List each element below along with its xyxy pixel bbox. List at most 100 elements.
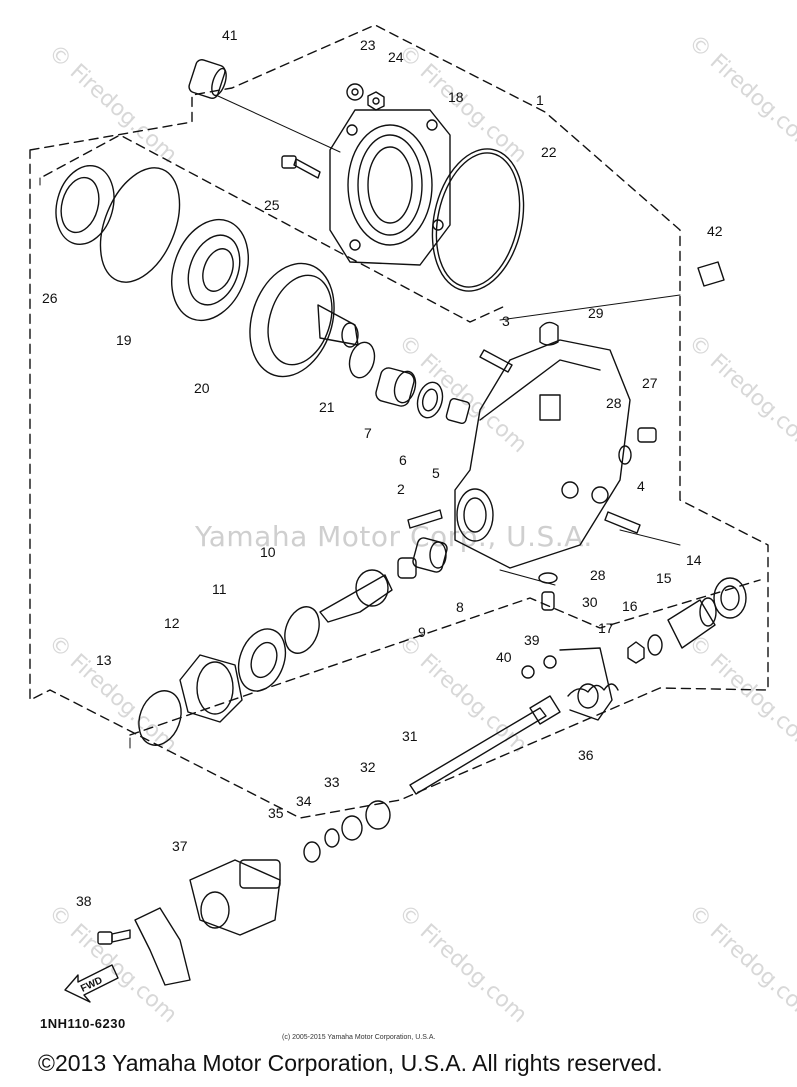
part-bearing-20 xyxy=(171,218,249,322)
part-washer-39 xyxy=(543,655,557,669)
part-bolt-38 xyxy=(97,929,131,945)
part-reference-code: 1NH110-6230 xyxy=(40,1016,126,1031)
callout-21: 21 xyxy=(319,399,335,415)
callout-12: 12 xyxy=(164,615,180,631)
callout-8: 8 xyxy=(456,599,464,615)
callout-33: 33 xyxy=(324,774,340,790)
callout-30: 30 xyxy=(582,594,598,610)
callout-7: 7 xyxy=(364,425,372,441)
callout-18: 18 xyxy=(448,89,464,105)
callout-34: 34 xyxy=(296,793,312,809)
part-o-ring-22 xyxy=(431,148,525,292)
assembly-outline xyxy=(29,24,769,819)
part-collar-5 xyxy=(445,397,471,425)
part-bushing-41 xyxy=(188,59,227,99)
part-washer-28 xyxy=(618,445,632,465)
callout-37: 37 xyxy=(172,838,188,854)
part-washer-33 xyxy=(341,815,363,841)
callout-2: 2 xyxy=(397,481,405,497)
part-nut-40 xyxy=(521,665,535,679)
part-washer-16 xyxy=(647,634,663,656)
small-copyright: (c) 2005-2015 Yamaha Motor Corporation, … xyxy=(282,1034,436,1041)
callout-28: 28 xyxy=(606,395,622,411)
callout-26: 26 xyxy=(42,290,58,306)
part-final-gear-case xyxy=(454,339,631,569)
callout-24: 24 xyxy=(388,49,404,65)
part-nut-17 xyxy=(627,641,645,664)
callout-13: 13 xyxy=(96,652,112,668)
callout-41: 41 xyxy=(222,27,238,43)
part-bearing-7 xyxy=(375,367,417,407)
callout-36: 36 xyxy=(578,747,594,763)
part-plug-27 xyxy=(637,427,657,443)
part-o-ring-13 xyxy=(138,690,182,746)
footer-copyright: ©2013 Yamaha Motor Corporation, U.S.A. A… xyxy=(38,1050,663,1076)
part-cap-29 xyxy=(539,321,559,346)
part-nut-23 xyxy=(346,83,364,101)
part-bracket-outline xyxy=(559,647,613,721)
callout-40: 40 xyxy=(496,649,512,665)
part-stud-3 xyxy=(479,349,513,373)
fwd-arrow-icon xyxy=(64,964,119,1003)
part-o-ring-19 xyxy=(99,167,181,283)
part-sleeve-15 xyxy=(667,597,717,649)
callout-38: 38 xyxy=(76,893,92,909)
part-bearing-8 xyxy=(412,537,448,573)
part-bolt-25 xyxy=(281,155,321,179)
callout-42: 42 xyxy=(707,223,723,239)
part-shim-21 xyxy=(348,341,376,379)
guide-lines xyxy=(39,95,681,749)
watermark-yamaha: Yamaha Motor Corp., U.S.A. xyxy=(195,520,593,553)
part-stud-4 xyxy=(604,511,641,534)
part-spring-36 xyxy=(567,683,619,709)
callout-11: 11 xyxy=(212,581,227,597)
callout-6: 6 xyxy=(399,452,407,468)
callout-5: 5 xyxy=(432,465,440,481)
part-bolt-30 xyxy=(541,591,555,611)
callout-22: 22 xyxy=(541,144,557,160)
part-housing-18 xyxy=(329,109,451,266)
callout-32: 32 xyxy=(360,759,376,775)
part-washer-35 xyxy=(303,841,321,863)
part-circlip-34 xyxy=(324,828,340,848)
part-seal-14 xyxy=(713,577,747,619)
callout-17: 17 xyxy=(598,620,614,636)
callout-4: 4 xyxy=(637,478,645,494)
callout-35: 35 xyxy=(268,805,284,821)
part-shim-10 xyxy=(284,606,320,654)
callout-9: 9 xyxy=(418,624,426,640)
callout-39: 39 xyxy=(524,632,540,648)
part-seal-26 xyxy=(55,164,115,246)
part-stud-2 xyxy=(407,509,443,529)
part-bearing-11 xyxy=(237,628,287,692)
callout-28: 28 xyxy=(590,567,606,583)
part-clip-42 xyxy=(697,261,725,287)
callout-1: 1 xyxy=(536,92,544,108)
callout-25: 25 xyxy=(264,197,280,213)
part-nut-24 xyxy=(367,91,385,111)
part-collar-9 xyxy=(397,557,417,579)
callout-16: 16 xyxy=(622,598,638,614)
part-gasket-outline xyxy=(134,907,191,986)
part-bearing-32 xyxy=(365,800,391,830)
callout-15: 15 xyxy=(656,570,672,586)
part-ring-gear xyxy=(249,262,359,378)
callout-14: 14 xyxy=(686,552,702,568)
part-retainer-12 xyxy=(179,654,243,723)
callout-3: 3 xyxy=(502,313,510,329)
callout-27: 27 xyxy=(642,375,658,391)
callout-20: 20 xyxy=(194,380,210,396)
callout-23: 23 xyxy=(360,37,376,53)
part-drive-shaft-31 xyxy=(409,695,561,795)
part-joint-37 xyxy=(189,859,281,936)
part-pinion-gear xyxy=(319,569,393,623)
part-washer-28-lower xyxy=(538,572,558,584)
callout-29: 29 xyxy=(588,305,604,321)
callout-10: 10 xyxy=(260,544,276,560)
part-spacer-6 xyxy=(416,381,444,419)
callout-19: 19 xyxy=(116,332,132,348)
callout-31: 31 xyxy=(402,728,418,744)
